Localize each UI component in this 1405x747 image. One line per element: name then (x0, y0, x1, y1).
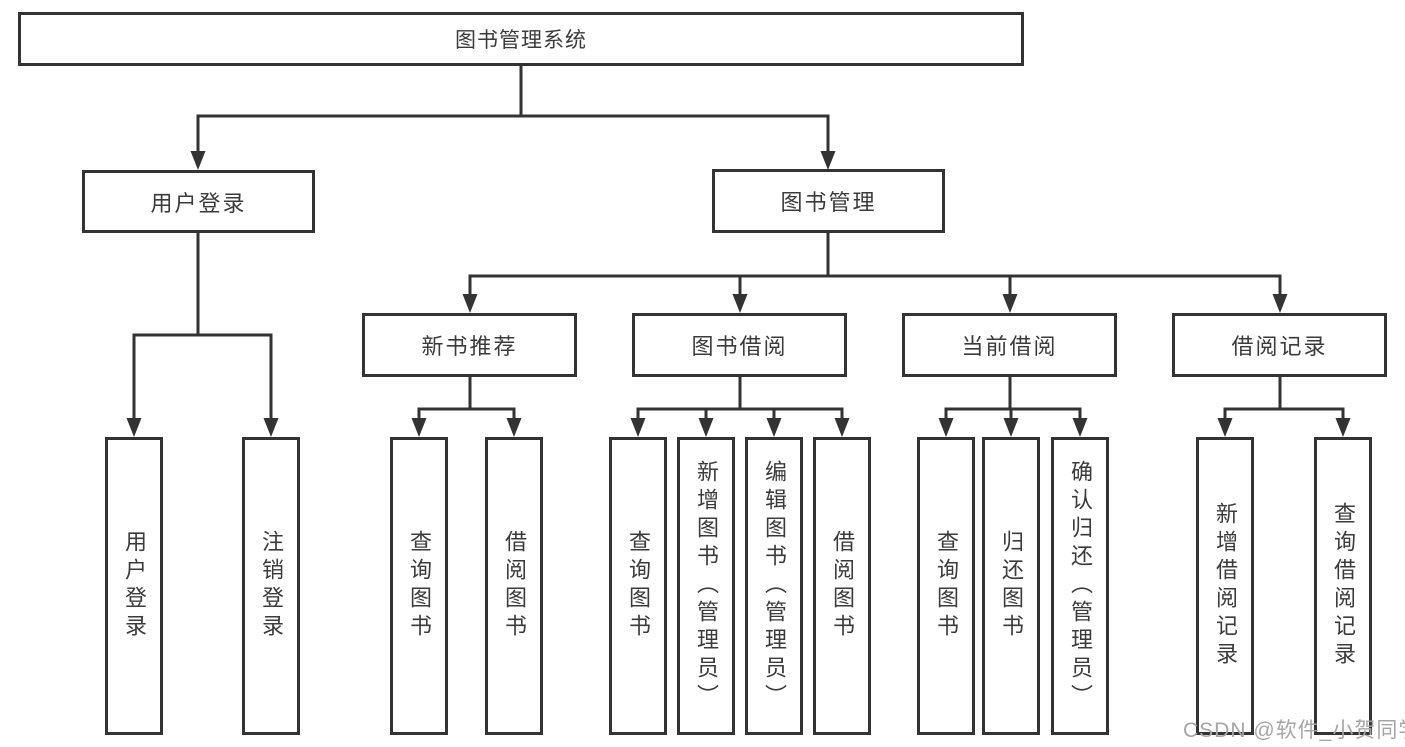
leaf-add-books-admin: 新增图书（管理员） (677, 437, 735, 735)
leaf-user-login-label: 用户登录 (122, 530, 147, 642)
node-current-borrow-label: 当前借阅 (961, 334, 1058, 359)
leaf-confirm-return-admin: 确认归还（管理员） (1051, 437, 1109, 735)
node-new-book-recommend-label: 新书推荐 (421, 334, 518, 359)
leaf-add-books-admin-label: 新增图书（管理员） (694, 460, 719, 712)
node-current-borrow: 当前借阅 (902, 313, 1117, 377)
node-book-management: 图书管理 (712, 169, 945, 233)
leaf-borrow-books-recommend: 借阅图书 (485, 437, 543, 735)
leaf-logout-label: 注销登录 (259, 530, 284, 642)
leaf-return-books-label: 归还图书 (999, 530, 1024, 642)
leaf-logout: 注销登录 (242, 437, 300, 735)
node-user-login-label: 用户登录 (150, 190, 247, 216)
leaf-borrow-books: 借阅图书 (813, 437, 871, 735)
node-book-management-label: 图书管理 (780, 190, 877, 215)
node-book-borrow-label: 图书借阅 (691, 334, 788, 359)
leaf-query-borrow-record: 查询借阅记录 (1314, 437, 1372, 735)
watermark: CSDN @软件_小贺同学 (1183, 719, 1405, 742)
leaf-confirm-return-admin-label: 确认归还（管理员） (1068, 460, 1093, 712)
node-borrow-records-label: 借阅记录 (1231, 334, 1328, 359)
node-new-book-recommend: 新书推荐 (362, 313, 577, 377)
leaf-return-books: 归还图书 (982, 437, 1040, 735)
leaf-query-books-borrow: 查询图书 (609, 437, 667, 735)
node-borrow-records: 借阅记录 (1172, 313, 1387, 377)
leaf-query-books-borrow-label: 查询图书 (626, 530, 651, 642)
node-root: 图书管理系统 (18, 12, 1024, 66)
node-book-borrow: 图书借阅 (632, 313, 847, 377)
leaf-borrow-books-label: 借阅图书 (830, 530, 855, 642)
leaf-borrow-books-recommend-label: 借阅图书 (502, 530, 527, 642)
leaf-query-borrow-record-label: 查询借阅记录 (1331, 502, 1356, 670)
leaf-add-borrow-record: 新增借阅记录 (1196, 437, 1254, 735)
leaf-query-books-current: 查询图书 (917, 437, 975, 735)
leaf-edit-books-admin: 编辑图书（管理员） (745, 437, 803, 735)
leaf-query-books-recommend-label: 查询图书 (407, 530, 432, 642)
leaf-query-books-recommend: 查询图书 (390, 437, 448, 735)
leaf-edit-books-admin-label: 编辑图书（管理员） (762, 460, 787, 712)
node-root-label: 图书管理系统 (455, 29, 587, 52)
leaf-query-books-current-label: 查询图书 (934, 530, 959, 642)
leaf-add-borrow-record-label: 新增借阅记录 (1213, 502, 1238, 670)
node-user-login: 用户登录 (82, 170, 315, 233)
leaf-user-login: 用户登录 (105, 437, 163, 735)
